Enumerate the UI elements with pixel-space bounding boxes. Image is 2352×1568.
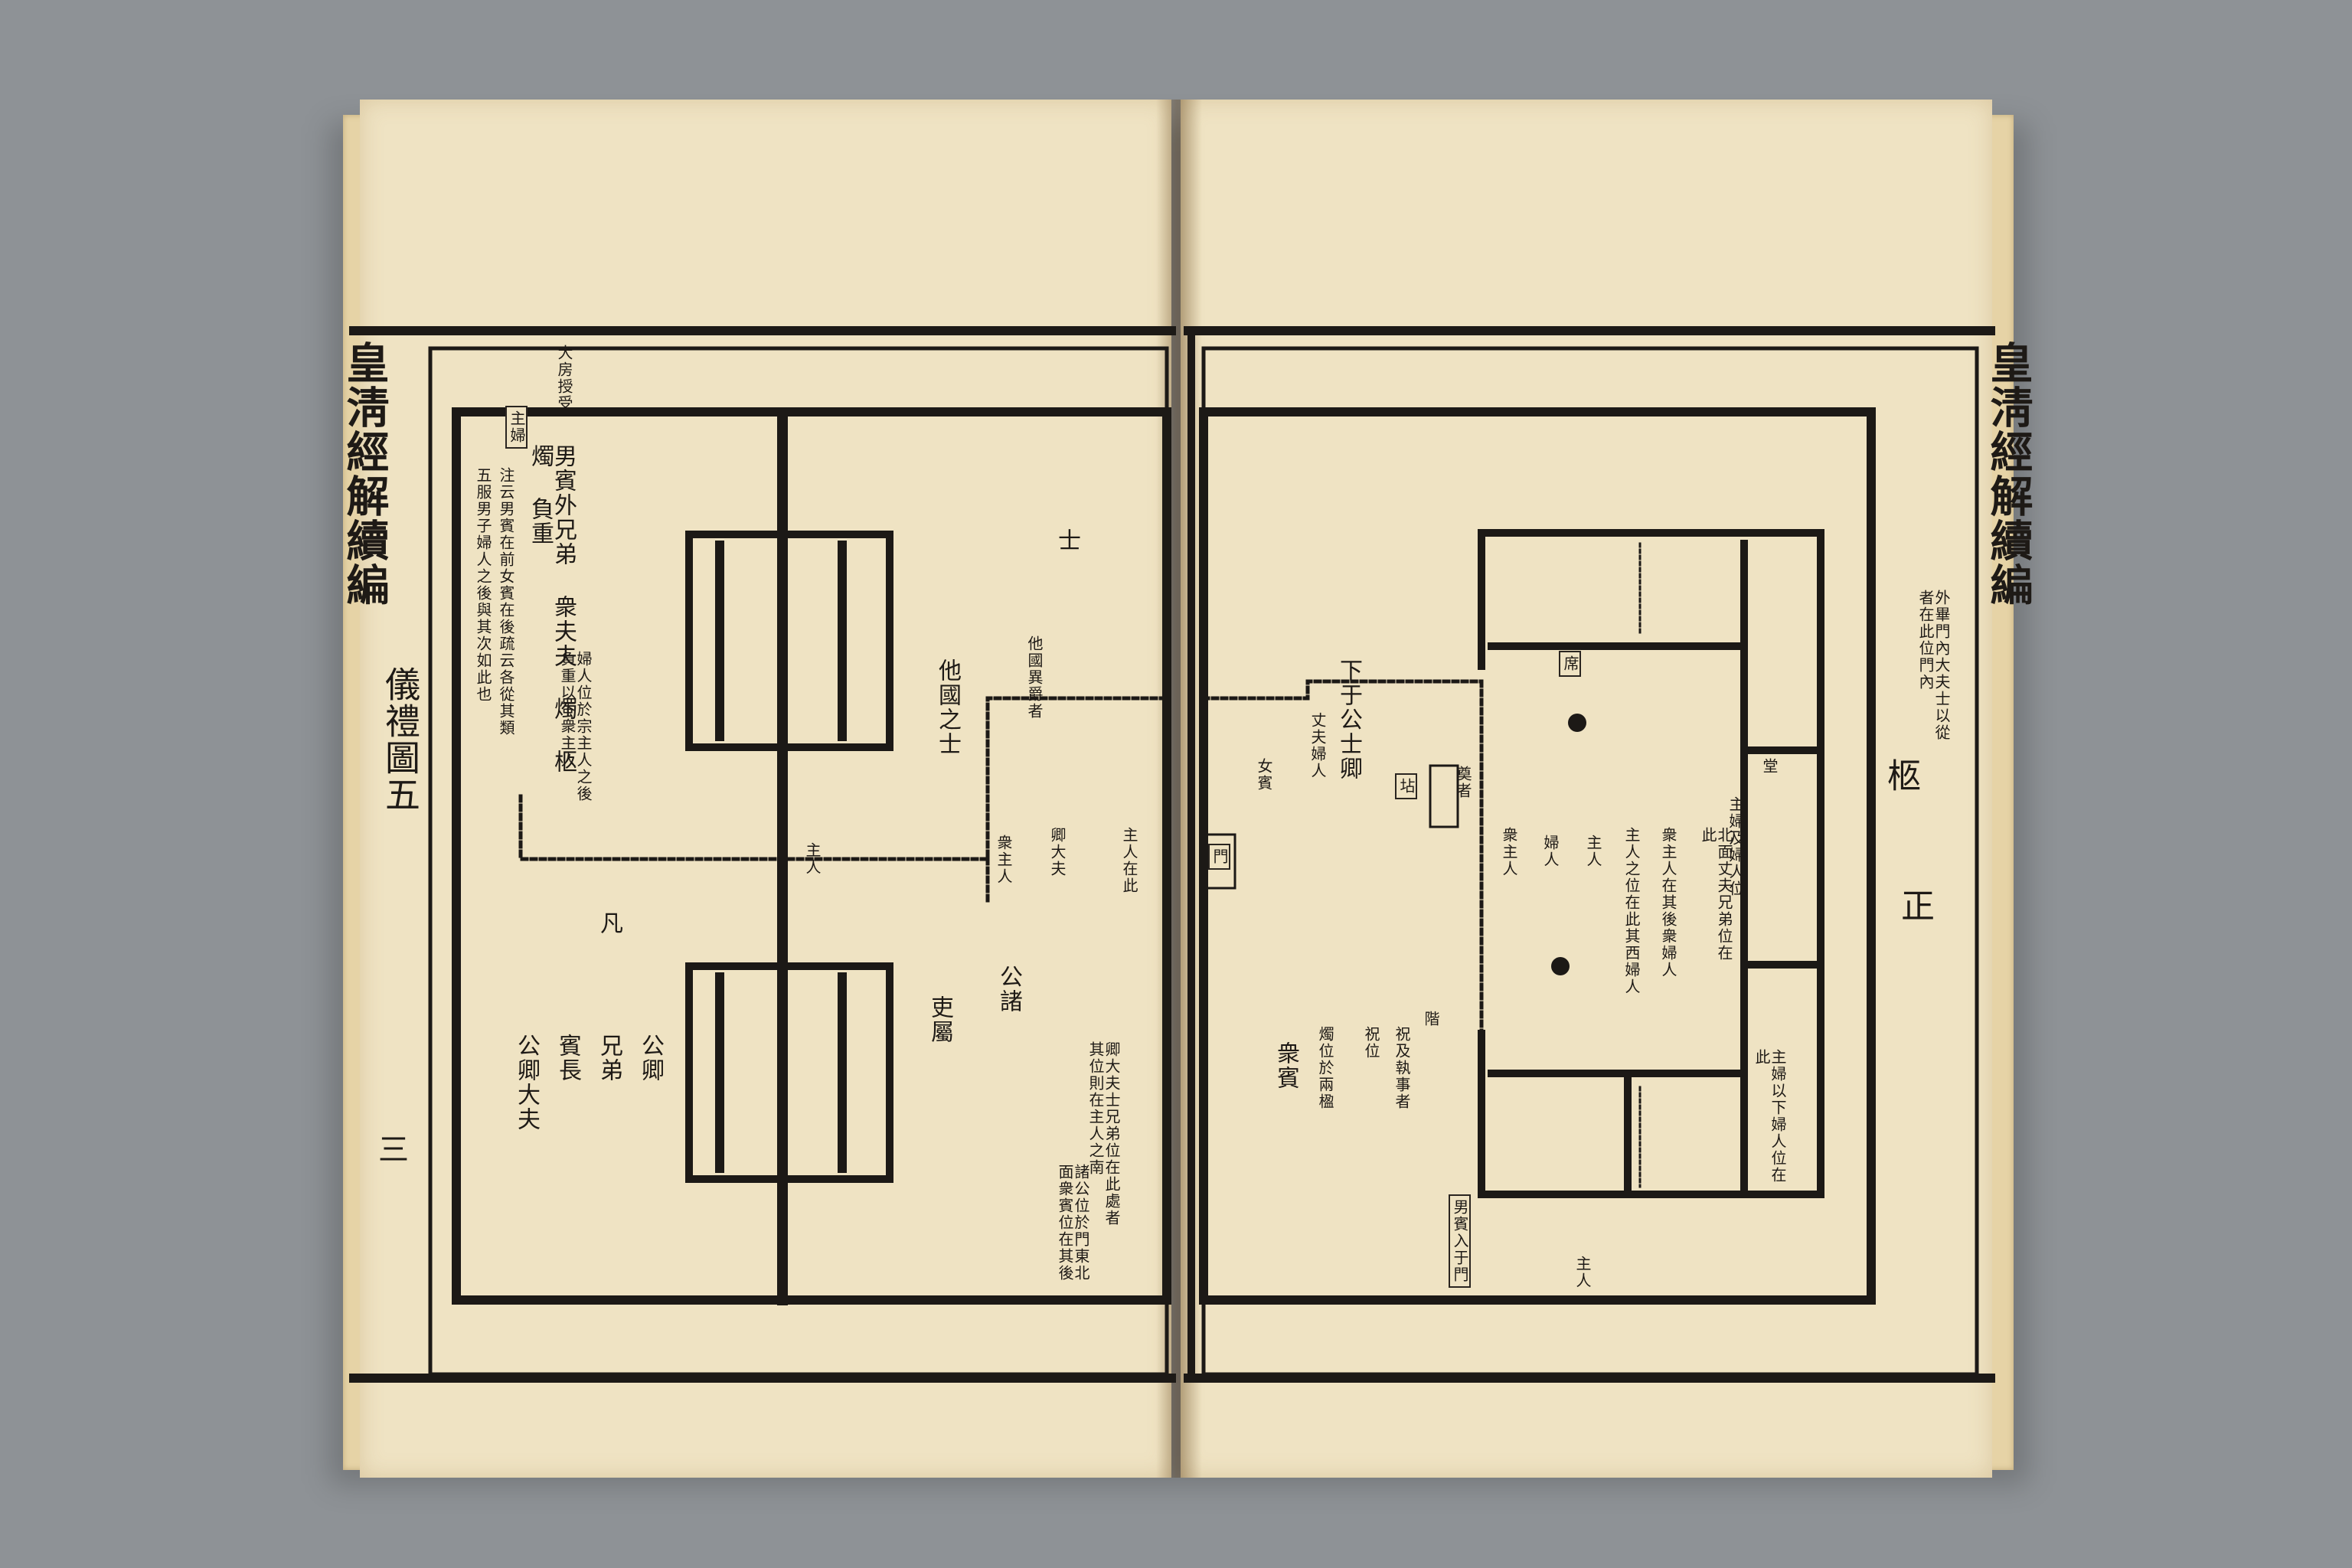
- label-shi: 士: [1054, 528, 1080, 553]
- label-xi: 席: [1559, 651, 1581, 677]
- label-men: 門: [1208, 844, 1230, 870]
- bottom-label-1: 公卿大夫: [513, 1034, 540, 1132]
- label-fan: 凡: [596, 911, 622, 936]
- bottom-right-notes: 主婦以下婦人位在此: [1753, 1049, 1787, 1184]
- left-inner-frame: [452, 407, 1171, 1305]
- notes-g: 祝位: [1362, 1026, 1380, 1060]
- label-zhuren: 主人: [803, 842, 822, 876]
- label-shu: 衆主人: [995, 835, 1013, 885]
- section-title: 儀禮圖五: [380, 666, 421, 813]
- small-notes: 婦人位於宗主人之後負重以下衆主人: [558, 651, 593, 802]
- notes-bottom-right-2: 諸公位於門東北面衆賓位在其後: [1056, 1164, 1090, 1282]
- notes-h: 祝及執事者: [1393, 1026, 1411, 1110]
- label-qing: 卿大夫: [1048, 827, 1067, 877]
- label-gongzhu: 公諸: [995, 965, 1022, 1014]
- right-title-char: 柩: [1881, 758, 1920, 793]
- running-title: 皇淸經解續編: [339, 341, 390, 607]
- bottom-label-3: 兄弟: [596, 1034, 622, 1083]
- label-zhuren-right: 主人: [1584, 835, 1602, 868]
- label-xia: 下于公士卿: [1335, 658, 1362, 781]
- label-zhangfu: 丈夫婦人: [1308, 712, 1327, 779]
- notes-d: 主婦及婦人位: [1726, 796, 1745, 897]
- notes-bottom-right: 卿大夫士兄弟位在此處者其位則在主人之南: [1086, 1041, 1121, 1227]
- right-title-char-2: 正: [1895, 888, 1934, 923]
- note-dafang: 大房授受: [555, 345, 573, 412]
- label-zhongzhuren: 衆主人: [1500, 827, 1518, 877]
- bottom-label-2: 賓長: [554, 1034, 581, 1083]
- notes-e: 衆賓: [1272, 1041, 1299, 1090]
- bottom-label-4: 公卿: [637, 1034, 664, 1083]
- bottom-notes: 男賓入于門: [1449, 1194, 1471, 1288]
- label-tang: 堂: [1760, 758, 1779, 775]
- folio-number: 三: [373, 1133, 408, 1165]
- label-nvbin: 女賓: [1255, 758, 1273, 792]
- note-column-3: 五服男子婦人之後與其次如此也: [474, 467, 492, 703]
- notes-i: 奠者: [1454, 766, 1472, 799]
- note-column-1: 男賓外兄弟 衆夫夫 燭 柩 燭 負重: [527, 444, 577, 774]
- label-furen: 婦人: [1541, 835, 1560, 868]
- notes-a: 主人之位在此其西婦人: [1622, 827, 1641, 995]
- label-zhuren-here: 主人在此: [1120, 827, 1138, 894]
- label-tazhi: 他國之士: [934, 658, 961, 756]
- bottom-notes-2: 主人: [1573, 1256, 1592, 1289]
- right-top-notes: 外畢門內大夫士以從者在此位門內: [1916, 590, 1951, 741]
- label-taguo: 他國異爵者: [1025, 635, 1044, 720]
- notes-c: 北面丈夫兄弟位在此: [1699, 827, 1733, 962]
- notes-b: 衆主人在其後衆婦人: [1659, 827, 1677, 978]
- right-inner-frame: [1199, 407, 1876, 1305]
- right-running-title: 皇淸經解續編: [1983, 341, 2034, 607]
- label-jie: 階: [1422, 1011, 1440, 1027]
- notes-f: 燭位於兩楹: [1316, 1026, 1334, 1110]
- label-ji: 吏屬: [926, 995, 953, 1044]
- note-zhufu: 主婦: [505, 406, 528, 449]
- right-hall: [1478, 529, 1824, 1198]
- label-dian: 坫: [1395, 773, 1417, 799]
- note-column-2: 注云男賓在前女賓在後疏云各從其類: [497, 467, 515, 737]
